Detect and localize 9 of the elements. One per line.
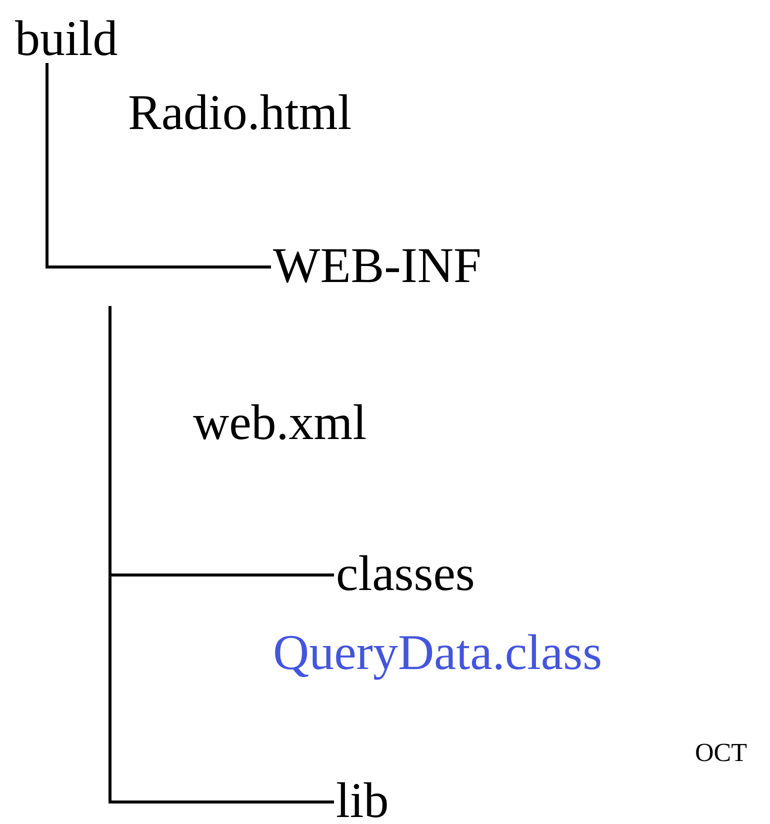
tree-connector bbox=[108, 306, 334, 804]
file-name: lib bbox=[336, 775, 389, 824]
file-name: web.xml bbox=[193, 397, 367, 447]
file-name: WEB-INF bbox=[273, 240, 482, 290]
note-text: OCT bbox=[695, 740, 747, 766]
file-name: classes bbox=[336, 548, 475, 598]
file-name: build bbox=[15, 13, 118, 63]
file-name: Radio.html bbox=[128, 87, 352, 137]
tree-connector bbox=[46, 63, 271, 268]
